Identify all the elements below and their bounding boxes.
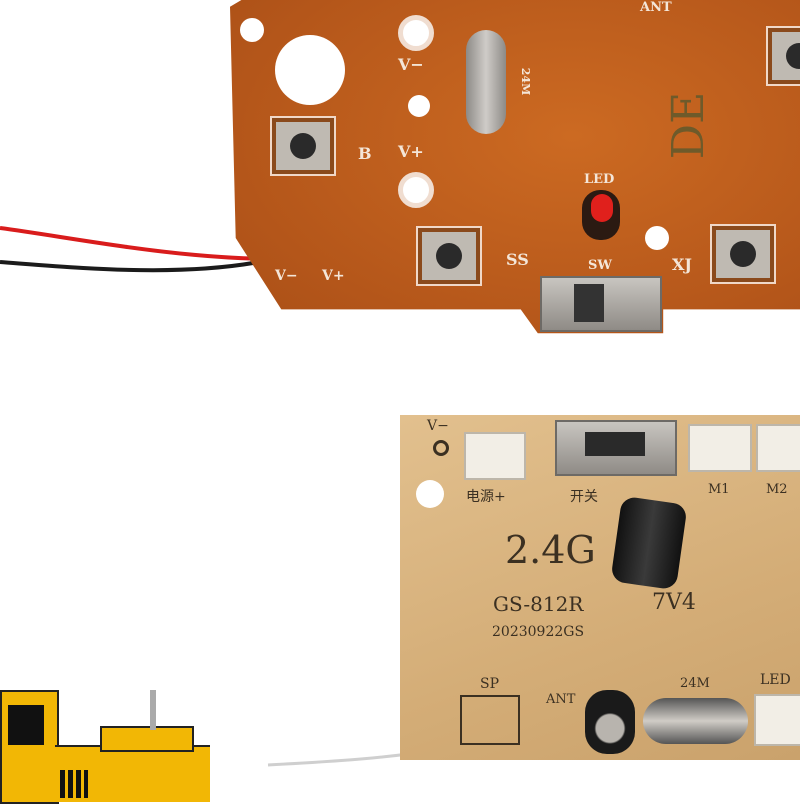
speaker-pad [460,695,520,745]
label-ant: ANT [640,0,672,15]
label-v-minus: V− [427,418,449,434]
label-date: 20230922GS [492,624,585,640]
label-crystal: 24M [680,676,710,691]
button-b[interactable] [270,116,336,176]
label-model: GS-812R [493,592,584,616]
label-switch: 开关 [570,489,598,505]
label-led: LED [584,172,615,187]
label-sp: SP [480,676,500,692]
button-right[interactable] [766,26,800,86]
label-wire-v-minus: V− [275,268,298,284]
m1-connector [688,424,752,472]
label-wire-v-plus: V+ [322,268,345,284]
capacitor [610,495,688,591]
label-led: LED [760,672,791,688]
switch-knob[interactable] [574,284,604,322]
label-ss: SS [506,250,529,269]
button-xj[interactable] [710,224,776,284]
label-xj: XJ [672,255,692,274]
small-capacitor [585,690,635,754]
label-v-minus: V− [398,55,424,74]
label-crystal: 24M [519,67,533,96]
mount-hole [408,95,430,117]
led-connector [754,694,800,746]
crystal-oscillator [643,698,748,744]
v-minus-pad [433,440,449,456]
receiver-switch[interactable] [555,420,677,476]
engine-cover [100,726,194,752]
label-freq: 2.4G [505,528,596,572]
crystal-oscillator [466,30,506,134]
v-plus-pad [398,172,434,208]
button-ss[interactable] [416,226,482,286]
m2-connector [756,424,800,472]
switch-knob[interactable] [585,432,645,456]
label-m1: M1 [708,482,730,497]
label-voltage: 7V4 [652,590,696,615]
power-switch[interactable] [540,276,662,332]
label-sw: SW [588,258,612,273]
label-ant: ANT [546,692,576,707]
power-connector [464,432,526,480]
toy-excavator [0,640,210,804]
label-de: DE [663,91,715,160]
cab-window [8,705,44,745]
exhaust-pipe [150,690,156,730]
mount-hole [416,480,444,508]
label-b: B [358,144,372,163]
label-power: 电源+ [466,489,506,505]
mount-hole [240,18,264,42]
v-minus-pad [398,15,434,51]
mount-hole [275,35,345,105]
red-led [591,194,613,222]
label-m2: M2 [766,482,788,497]
vent-grille [60,770,88,798]
label-v-plus: V+ [398,142,424,161]
mount-hole [645,226,669,250]
